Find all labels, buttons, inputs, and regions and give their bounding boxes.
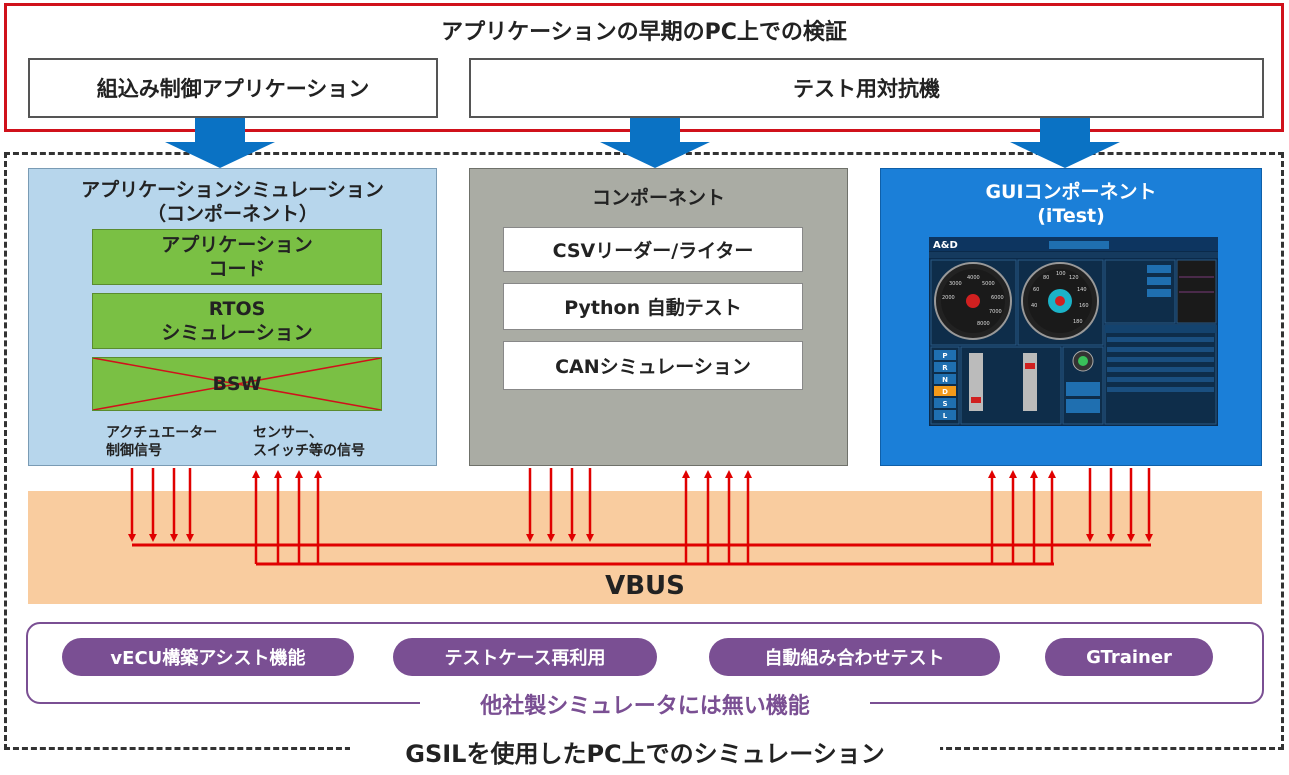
gui-title: GUIコンポーネント (iTest) bbox=[880, 180, 1262, 228]
actuator-signal-line2: 制御信号 bbox=[106, 443, 162, 459]
testcase-reuse-pill: テストケース再利用 bbox=[393, 638, 657, 676]
python-auto-test-block: Python 自動テスト bbox=[503, 283, 803, 330]
rpm-gauge-ticks: 4000 5000 6000 7000 8000 3000 2000 bbox=[942, 275, 1004, 327]
gui-title-line2: (iTest) bbox=[1037, 205, 1105, 227]
top-title: アプリケーションの早期のPC上での検証 bbox=[441, 20, 847, 45]
down-arrow-left bbox=[165, 118, 275, 168]
vecu-assist-pill: vECU構築アシスト機能 bbox=[62, 638, 354, 676]
svg-text:160: 160 bbox=[1079, 303, 1089, 309]
can-simulation-block: CANシミュレーション bbox=[503, 341, 803, 390]
actuator-signal-label: アクチュエーター 制御信号 bbox=[106, 424, 246, 462]
svg-text:L: L bbox=[943, 412, 948, 420]
application-code-block: アプリケーション コード bbox=[92, 229, 382, 285]
app-sim-title-line1: アプリケーションシミュレーション bbox=[81, 179, 384, 201]
app-sim-title: アプリケーションシミュレーション （コンポーネント） bbox=[28, 178, 437, 226]
vbus-label: VBUS bbox=[605, 571, 685, 601]
svg-text:40: 40 bbox=[1031, 303, 1037, 309]
svg-text:80: 80 bbox=[1043, 275, 1049, 281]
svg-text:8000: 8000 bbox=[977, 321, 990, 327]
sensor-signal-label: センサー、 スイッチ等の信号 bbox=[253, 424, 403, 462]
svg-text:7000: 7000 bbox=[989, 309, 1002, 315]
svg-text:R: R bbox=[942, 364, 948, 372]
gsil-caption: GSILを使用したPC上でのシミュレーション bbox=[350, 733, 940, 769]
svg-text:5000: 5000 bbox=[982, 281, 995, 287]
svg-text:D: D bbox=[942, 388, 948, 396]
sensor-signal-line1: センサー、 bbox=[253, 425, 323, 441]
itest-logo: A&D bbox=[933, 240, 958, 251]
svg-text:120: 120 bbox=[1069, 275, 1079, 281]
auto-combination-test-pill: 自動組み合わせテスト bbox=[709, 638, 1000, 676]
down-arrow-middle bbox=[600, 118, 710, 168]
embedded-app-box: 組込み制御アプリケーション bbox=[28, 58, 438, 118]
bsw-block: BSW bbox=[92, 357, 382, 411]
actuator-signal-line1: アクチュエーター bbox=[106, 425, 218, 441]
application-code-line1: アプリケーション bbox=[161, 234, 313, 256]
application-code-line2: コード bbox=[208, 258, 266, 280]
svg-text:S: S bbox=[942, 400, 947, 408]
component-title: コンポーネント bbox=[591, 187, 725, 209]
rtos-simulation-block: RTOS シミュレーション bbox=[92, 293, 382, 349]
svg-text:140: 140 bbox=[1077, 287, 1087, 293]
svg-text:2000: 2000 bbox=[942, 295, 955, 301]
svg-text:P: P bbox=[942, 352, 947, 360]
gtrainer-pill: GTrainer bbox=[1045, 638, 1213, 676]
svg-text:180: 180 bbox=[1073, 319, 1083, 325]
svg-text:100: 100 bbox=[1056, 271, 1066, 277]
gear-selector: P R N D S L bbox=[934, 350, 956, 420]
svg-text:4000: 4000 bbox=[967, 275, 980, 281]
unique-features-caption: 他社製シミュレータには無い機能 bbox=[420, 687, 870, 721]
csv-reader-writer-block: CSVリーダー/ライター bbox=[503, 227, 803, 272]
gui-title-line1: GUIコンポーネント bbox=[985, 181, 1157, 203]
rpm-gauge-hub-icon bbox=[966, 294, 980, 308]
speed-gauge-ticks: 80 100 120 140 160 180 60 40 bbox=[1031, 271, 1089, 325]
itest-screenshot: A&D 4000 5000 6000 7000 8000 3000 2000 8… bbox=[929, 237, 1218, 426]
vbus-band bbox=[28, 491, 1262, 604]
bsw-label: BSW bbox=[212, 373, 262, 395]
down-arrow-right bbox=[1010, 118, 1120, 168]
svg-text:60: 60 bbox=[1033, 287, 1039, 293]
svg-text:6000: 6000 bbox=[991, 295, 1004, 301]
rtos-line1: RTOS bbox=[208, 298, 266, 320]
rtos-line2: シミュレーション bbox=[161, 322, 313, 344]
app-sim-title-line2: （コンポーネント） bbox=[146, 203, 318, 225]
svg-text:3000: 3000 bbox=[949, 281, 962, 287]
sensor-signal-line2: スイッチ等の信号 bbox=[253, 443, 365, 459]
bsw-cross-out-icon bbox=[93, 358, 381, 410]
svg-text:N: N bbox=[942, 376, 948, 384]
test-counterpart-box: テスト用対抗機 bbox=[469, 58, 1264, 118]
